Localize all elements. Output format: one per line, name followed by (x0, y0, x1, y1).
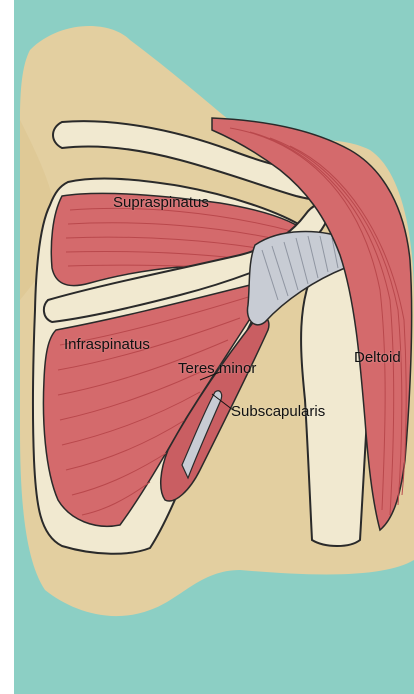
label-deltoid: Deltoid (354, 350, 401, 365)
label-teres-minor: Teres minor (178, 361, 256, 376)
label-subscapularis: Subscapularis (231, 404, 325, 419)
label-supraspinatus: Supraspinatus (113, 195, 209, 210)
label-infraspinatus: Infraspinatus (64, 337, 150, 352)
left-border (0, 0, 14, 694)
